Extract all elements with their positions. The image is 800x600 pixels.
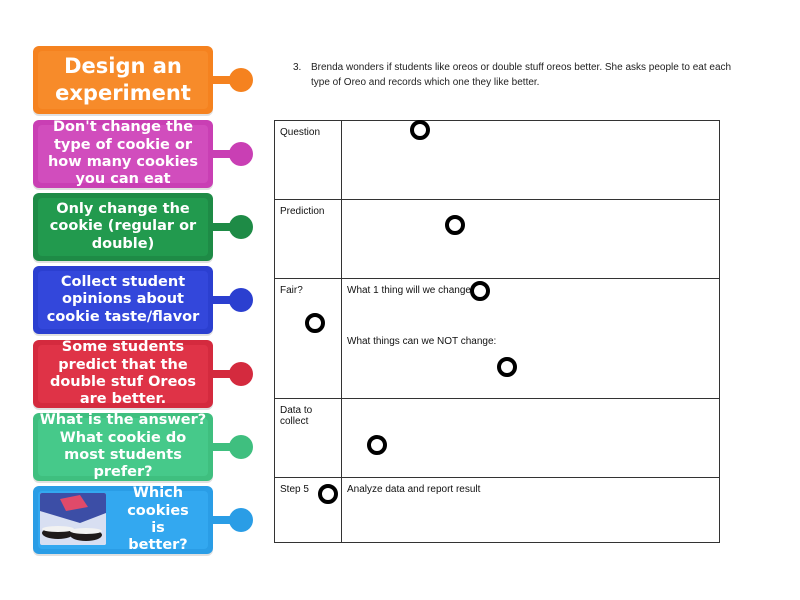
row-label-prediction: Prediction xyxy=(274,199,342,279)
connector xyxy=(213,150,237,158)
card-label: Only change the cookie (regular or doubl… xyxy=(49,200,197,252)
connector xyxy=(213,223,237,231)
connector xyxy=(213,516,237,524)
connector-knob[interactable] xyxy=(229,435,253,459)
table-row: Data to collect xyxy=(274,398,720,478)
connector xyxy=(213,443,237,451)
fair-not-change-prompt: What things can we NOT change: xyxy=(347,336,497,347)
drop-zone-prediction[interactable] xyxy=(341,199,720,279)
question-number: 3. xyxy=(293,62,302,73)
connector-knob[interactable] xyxy=(229,508,253,532)
connector-knob[interactable] xyxy=(229,215,253,239)
drop-zone-question[interactable] xyxy=(341,120,720,200)
card-label: Design an experiment xyxy=(55,53,191,105)
card-label: Which cookies is better? xyxy=(127,485,189,554)
card-label: Collect student opinions about cookie ta… xyxy=(46,273,200,325)
drop-target-ring[interactable] xyxy=(445,215,465,235)
oreo-cookie-icon xyxy=(40,493,106,545)
row-label-question: Question xyxy=(274,120,342,200)
question-text: Brenda wonders if students like oreos or… xyxy=(311,62,732,88)
row-label-data: Data to collect xyxy=(274,398,342,478)
drop-target-ring[interactable] xyxy=(367,435,387,455)
card-label: Don't change the type of cookie or how m… xyxy=(47,119,199,188)
step5-content: Analyze data and report result xyxy=(341,477,720,543)
card-prediction[interactable]: Some students predict that the double st… xyxy=(33,339,213,408)
connector-knob[interactable] xyxy=(229,68,253,92)
table-row: Step 5 Analyze data and report result xyxy=(274,477,720,543)
card-label: Some students predict that the double st… xyxy=(49,339,197,408)
drop-target-ring[interactable] xyxy=(318,484,338,504)
connector xyxy=(213,296,237,304)
table-row: Question xyxy=(274,120,720,200)
card-label: What is the answer? What cookie do most … xyxy=(39,412,207,481)
drop-target-ring[interactable] xyxy=(497,357,517,377)
drop-target-ring[interactable] xyxy=(410,120,430,140)
table-row: Prediction xyxy=(274,199,720,279)
fair-change-prompt: What 1 thing will we change xyxy=(347,285,471,296)
card-design-experiment[interactable]: Design an experiment xyxy=(33,46,213,114)
connector-knob[interactable] xyxy=(229,362,253,386)
connector-knob[interactable] xyxy=(229,288,253,312)
card-dont-change[interactable]: Don't change the type of cookie or how m… xyxy=(33,119,213,188)
connector-knob[interactable] xyxy=(229,142,253,166)
card-answer[interactable]: What is the answer? What cookie do most … xyxy=(33,412,213,481)
drop-zone-fair[interactable]: What 1 thing will we change What things … xyxy=(341,278,720,399)
drop-target-ring[interactable] xyxy=(470,281,490,301)
drop-target-ring[interactable] xyxy=(305,313,325,333)
worksheet-table: Question Prediction Fair? What 1 thing w… xyxy=(274,120,720,543)
card-only-change[interactable]: Only change the cookie (regular or doubl… xyxy=(33,193,213,261)
drop-zone-data[interactable] xyxy=(341,398,720,478)
oreo-image xyxy=(40,493,106,545)
table-row: Fair? What 1 thing will we change What t… xyxy=(274,278,720,399)
row-label-fair: Fair? xyxy=(274,278,342,399)
connector xyxy=(213,370,237,378)
connector xyxy=(213,76,237,84)
card-collect-opinions[interactable]: Collect student opinions about cookie ta… xyxy=(33,266,213,334)
